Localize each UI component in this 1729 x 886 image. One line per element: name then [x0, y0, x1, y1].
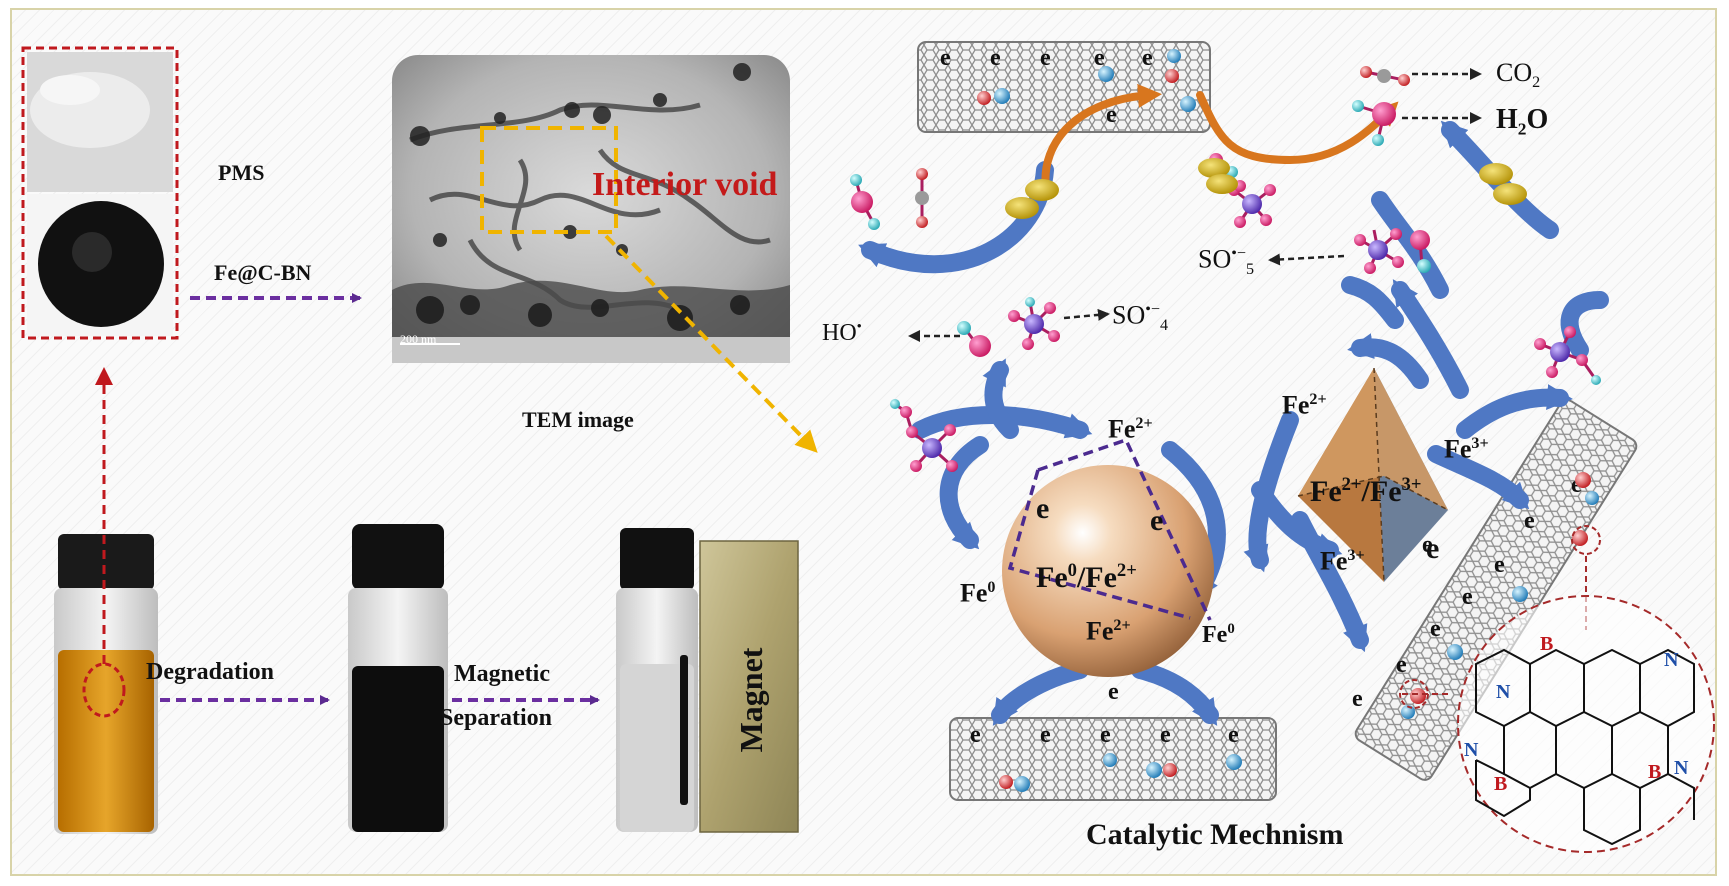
co2-molecule-right [1360, 66, 1410, 86]
interior-void-box [480, 126, 618, 234]
fe2-bottom-label: Fe2+ [1086, 616, 1131, 646]
electron-path-sphere [1007, 437, 1212, 621]
magnetic-label: Magnetic [454, 661, 550, 687]
sulfate-particles [1005, 158, 1527, 219]
water-molecule-right [1352, 100, 1396, 146]
fe0-right-label: Fe0 [1202, 621, 1235, 648]
so5-radical-label: SO•−5 [1198, 244, 1255, 278]
fe-c-bn-label: Fe@C-BN [214, 260, 312, 285]
vial-black [348, 524, 448, 832]
tem-image-label: TEM image [522, 407, 634, 432]
svg-text:e: e [1396, 652, 1407, 678]
bn-lattice [1457, 595, 1715, 853]
svg-text:B: B [1648, 761, 1661, 783]
so5-molecule [1354, 228, 1404, 274]
co2-molecule-left [915, 168, 929, 228]
carbon-nanotube-top [917, 41, 1211, 133]
water-molecule-left [850, 174, 880, 230]
dashed-arrows [908, 68, 1482, 342]
electrons-diagonal: ee ee ee ee [1352, 472, 1582, 712]
h2o-label: H2O [1496, 104, 1549, 139]
fe3-octahedron-label: Fe3+ [1444, 434, 1489, 464]
svg-text:N: N [1496, 681, 1511, 703]
svg-text:e: e [1040, 722, 1051, 748]
tem-zoom-arrow [604, 234, 818, 453]
catalytic-mechanism-title: Catalytic Mechnism [1086, 818, 1344, 851]
fe0-fe2-label: Fe0/Fe2+ [1036, 560, 1137, 594]
hydroxyl-right [1410, 230, 1431, 273]
bn-callout-marker-b [1571, 525, 1601, 555]
catalyst-powder-photo [27, 194, 173, 336]
hydroxyl-radical [957, 321, 991, 357]
separation-label: Separation [440, 705, 553, 731]
svg-text:e: e [1040, 45, 1051, 71]
vial-separated [616, 528, 698, 832]
sample-box [21, 46, 179, 340]
svg-text:e: e [1160, 722, 1171, 748]
svg-text:N: N [1464, 739, 1479, 761]
fe3-bottom-label: Fe3+ [1320, 546, 1365, 576]
vial-amber [54, 534, 158, 834]
svg-text:e: e [1094, 45, 1105, 71]
svg-text:e: e [1571, 472, 1582, 498]
fe2-octahedron-label: Fe2+ [1282, 390, 1327, 420]
fe0-left-label: Fe0 [960, 578, 996, 608]
electron-label-1: e [1036, 492, 1050, 525]
orange-arrows [1041, 83, 1399, 194]
so4-radical-label: SO•−4 [1112, 300, 1169, 334]
fe2-top-label: Fe2+ [1108, 414, 1153, 444]
fe-octahedron [1297, 367, 1449, 583]
hydroxyl-radical-label: HO• [822, 319, 862, 346]
bn-callout-marker-a [1399, 679, 1429, 709]
svg-text:N: N [1664, 649, 1679, 671]
co2-label: CO2 [1496, 58, 1541, 92]
svg-text:e: e [1100, 722, 1111, 748]
electron-label-2: e [1150, 504, 1164, 537]
svg-text:e: e [1430, 616, 1441, 642]
svg-text:e: e [1108, 679, 1119, 705]
svg-text:e: e [1524, 508, 1535, 534]
svg-text:e: e [1422, 532, 1433, 558]
svg-text:B: B [1494, 773, 1507, 795]
interior-void-label: Interior void [592, 166, 778, 203]
sample-circle [82, 662, 126, 718]
bn-atom-labels: B N N N B B N [1464, 633, 1689, 795]
pms-molecule-center [1008, 297, 1060, 350]
tem-micrograph: 200 nm [392, 55, 790, 363]
magnet-label: Magnet [733, 647, 769, 752]
scale-bar-label: 200 nm [400, 332, 437, 346]
svg-text:e: e [1228, 722, 1239, 748]
fe2-fe3-label: Fe2+/Fe3+ [1310, 474, 1422, 508]
svg-text:e: e [1352, 686, 1363, 712]
electron-label-3: e [1426, 532, 1440, 565]
pms-label: PMS [218, 160, 265, 185]
pms-powder-photo [27, 52, 173, 192]
pms-molecule-left [890, 399, 958, 472]
pms-molecule-far-right [1534, 326, 1601, 385]
pms-molecule-top-right [1228, 184, 1276, 228]
svg-text:N: N [1674, 757, 1689, 779]
svg-text:e: e [940, 45, 951, 71]
svg-text:e: e [1494, 552, 1505, 578]
svg-text:e: e [990, 45, 1001, 71]
svg-text:B: B [1540, 633, 1553, 655]
magnet-block: Magnet [699, 540, 799, 833]
svg-text:e: e [1462, 584, 1473, 610]
electrons-top: e e e e e e [940, 45, 1153, 128]
svg-text:e: e [970, 722, 981, 748]
degradation-label: Degradation [146, 659, 274, 685]
svg-text:e: e [1106, 102, 1117, 128]
svg-text:e: e [1142, 45, 1153, 71]
